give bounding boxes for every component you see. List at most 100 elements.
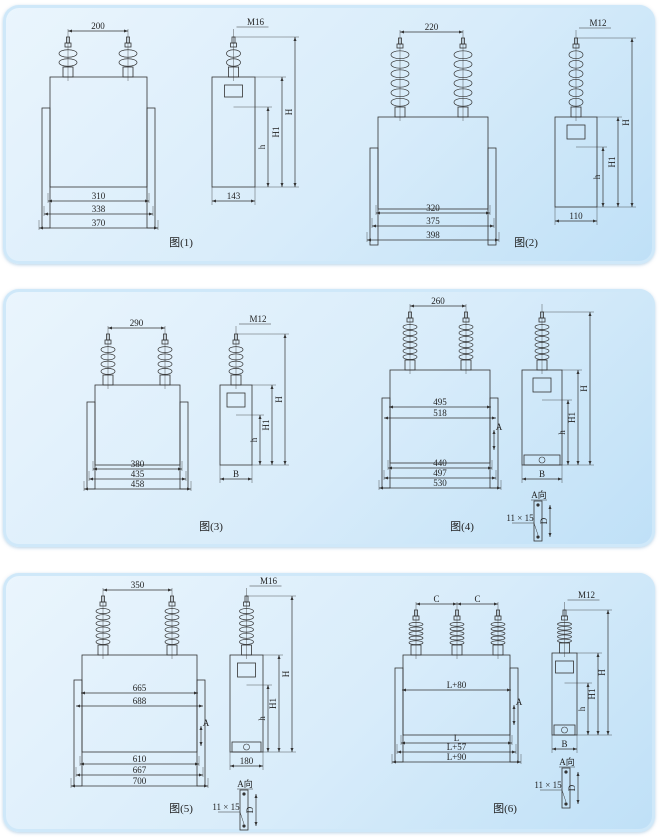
mounting-hole bbox=[538, 456, 546, 464]
dimension-label: L+90 bbox=[447, 752, 467, 762]
slot-hole bbox=[242, 792, 246, 796]
dimension-label: 143 bbox=[227, 191, 241, 201]
mounting-foot bbox=[523, 454, 561, 466]
dimension-label: D bbox=[567, 784, 577, 791]
drawing-line bbox=[239, 811, 245, 825]
mounting-bracket bbox=[487, 147, 497, 246]
dimension-label: L bbox=[454, 733, 460, 743]
nameplate-lug bbox=[224, 84, 243, 98]
dimension-label: H1 bbox=[567, 412, 577, 423]
dimension-label: h bbox=[577, 706, 587, 711]
dimension-label: B bbox=[233, 469, 239, 479]
panel-row-3 bbox=[3, 573, 655, 832]
arrow bbox=[230, 764, 263, 768]
mounting-bracket bbox=[146, 107, 156, 229]
dimension-label: 518 bbox=[433, 408, 447, 418]
dimension-label: D bbox=[245, 806, 255, 813]
figure-caption: 图(2) bbox=[514, 236, 538, 249]
slot-hole bbox=[564, 802, 568, 806]
dimension-label: H1 bbox=[271, 127, 281, 138]
figure-caption: 图(5) bbox=[169, 802, 193, 815]
dimension-label: H bbox=[274, 396, 284, 403]
dimension-label: 220 bbox=[425, 22, 439, 32]
dimension-label: 497 bbox=[433, 468, 447, 478]
dimension-label: 375 bbox=[426, 216, 440, 226]
arrow bbox=[512, 705, 516, 725]
dimension-label: h bbox=[557, 430, 567, 435]
nameplate-lug bbox=[555, 660, 574, 674]
slot-hole bbox=[564, 770, 568, 774]
dimension-label: D bbox=[539, 517, 549, 524]
arrow bbox=[492, 430, 496, 450]
dimension-label: 435 bbox=[131, 469, 145, 479]
dimension-label: B bbox=[539, 469, 545, 479]
dimension-label: 11 × 15 bbox=[506, 513, 534, 523]
mounting-bracket bbox=[369, 147, 379, 246]
dimension-label: A bbox=[496, 422, 503, 432]
dimension-label: M16 bbox=[247, 17, 265, 27]
dimension-label: M12 bbox=[249, 314, 266, 324]
dimension-label: 667 bbox=[133, 765, 147, 775]
panel-row-1 bbox=[3, 5, 655, 264]
figure-caption: 图(6) bbox=[493, 802, 517, 815]
nameplate-lug bbox=[532, 377, 552, 393]
dimension-label: 260 bbox=[431, 296, 445, 306]
dimension-label: 11 × 15 bbox=[534, 780, 562, 790]
dimension-label: 530 bbox=[433, 478, 447, 488]
dimension-label: 495 bbox=[433, 397, 447, 407]
dimension-label: A向 bbox=[531, 489, 547, 500]
dimension-label: L+57 bbox=[447, 742, 467, 752]
dimension-label: h bbox=[592, 174, 602, 179]
capacitor-tank-side bbox=[554, 116, 598, 208]
capacitor-tank-side bbox=[211, 76, 256, 188]
dimension-label: 290 bbox=[130, 318, 144, 328]
dimension-label: 320 bbox=[426, 203, 440, 213]
arrow bbox=[199, 726, 203, 746]
dimension-label: 688 bbox=[133, 696, 147, 706]
dimension-label: h bbox=[249, 437, 259, 442]
bracket-plate bbox=[533, 500, 543, 542]
panel-row-2 bbox=[3, 289, 655, 547]
dimension-label: C bbox=[474, 594, 480, 604]
dimension-label: H bbox=[621, 119, 631, 126]
capacitor-tank bbox=[377, 116, 489, 210]
dimension-label: L+80 bbox=[447, 680, 467, 690]
dimension-label: h bbox=[257, 144, 267, 149]
dimension-label: 350 bbox=[131, 580, 145, 590]
dimension-label: 700 bbox=[133, 776, 147, 786]
dimension-label: C bbox=[433, 594, 439, 604]
side-view-fig1: H H1 h M16 143 bbox=[211, 17, 299, 205]
mounting-bracket bbox=[381, 397, 391, 489]
slot-hole bbox=[536, 503, 540, 507]
bracket-plate bbox=[561, 767, 571, 809]
dimension-label: H1 bbox=[607, 157, 617, 168]
mounting-bracket bbox=[73, 679, 83, 787]
dimension-label: H bbox=[284, 108, 294, 115]
mounting-bracket bbox=[86, 401, 96, 490]
capacitor-tank bbox=[402, 654, 511, 736]
capacitor-tank bbox=[49, 76, 148, 188]
dimension-label: 440 bbox=[433, 458, 447, 468]
capacitor-tank-side bbox=[521, 369, 563, 466]
mounting-bracket bbox=[179, 401, 189, 490]
dimension-label: 110 bbox=[569, 211, 583, 221]
mounting-foot bbox=[231, 741, 262, 753]
dimension-label: 338 bbox=[92, 204, 106, 214]
dimension-label: 370 bbox=[92, 218, 106, 228]
dimension-label: 380 bbox=[131, 459, 145, 469]
bracket-plate bbox=[239, 789, 249, 831]
nameplate-lug bbox=[237, 662, 256, 678]
dimension-label: 458 bbox=[131, 479, 145, 489]
figure-caption: 图(1) bbox=[169, 236, 193, 249]
dimension-label: H bbox=[597, 669, 607, 676]
figure-caption: 图(3) bbox=[199, 520, 223, 533]
